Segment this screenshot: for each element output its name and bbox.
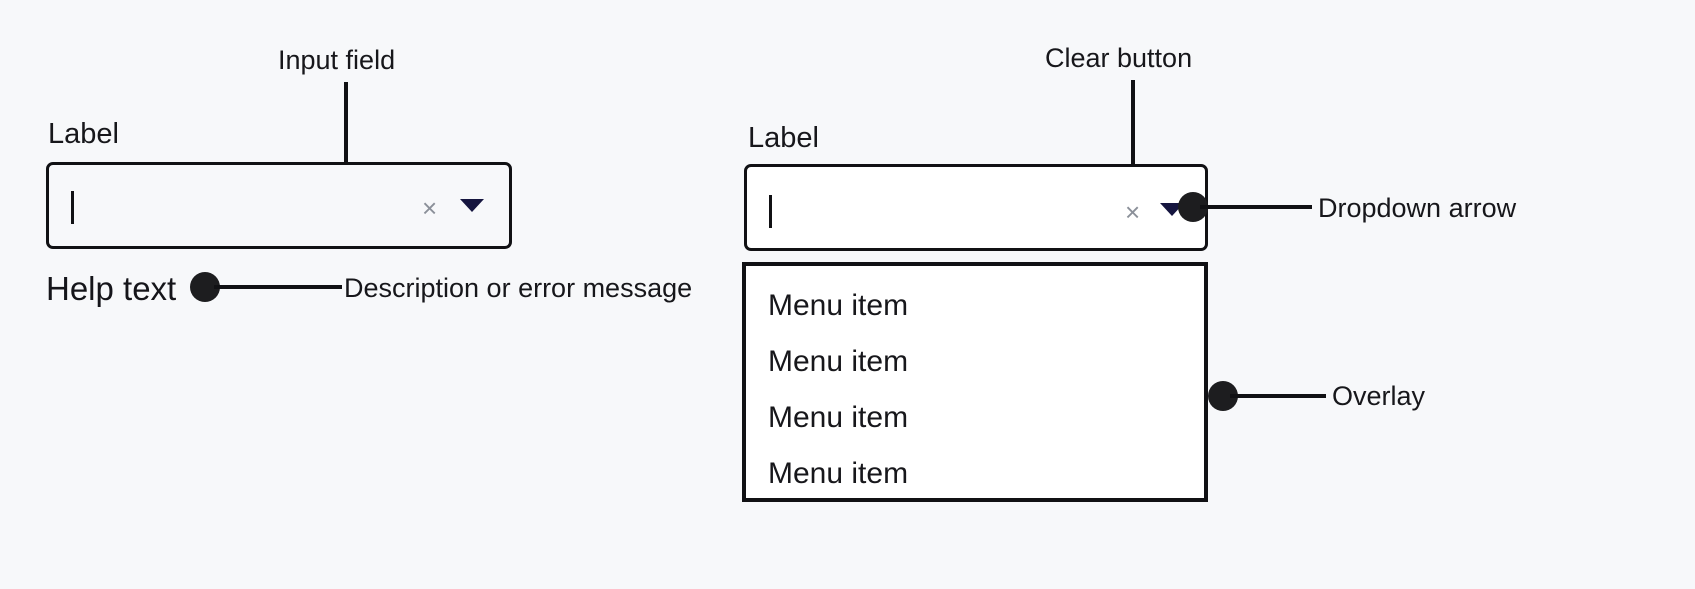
left-input-caret <box>71 191 74 224</box>
callout-dropdown-arrow-leader-line <box>1200 205 1312 209</box>
left-help-text: Help text <box>46 270 177 307</box>
left-field-label: Label <box>48 118 119 150</box>
callout-help-text-leader-line <box>214 285 342 289</box>
right-field-label: Label <box>748 122 819 154</box>
callout-input-field-leader-line <box>344 82 348 186</box>
callout-help-text-label: Description or error message <box>344 273 693 303</box>
list-item[interactable]: Menu item <box>768 457 909 490</box>
callout-clear-button-leader-line <box>1131 80 1135 188</box>
callout-overlay-label: Overlay <box>1332 381 1426 411</box>
list-item[interactable]: Menu item <box>768 401 909 434</box>
list-item[interactable]: Menu item <box>768 345 909 378</box>
right-input-field[interactable]: × <box>744 164 1208 251</box>
callout-overlay-leader-line <box>1230 394 1326 398</box>
callout-input-field-label: Input field <box>278 45 396 75</box>
left-input-field[interactable]: × <box>46 162 512 249</box>
clear-icon[interactable]: × <box>1125 197 1141 227</box>
callout-clear-button-label: Clear button <box>1045 43 1193 73</box>
clear-icon[interactable]: × <box>422 193 438 223</box>
callout-dropdown-arrow-label: Dropdown arrow <box>1318 193 1517 223</box>
right-input-caret <box>769 195 772 228</box>
list-item[interactable]: Menu item <box>768 289 909 322</box>
dropdown-overlay-menu[interactable]: Menu item Menu item Menu item Menu item <box>742 262 1208 502</box>
chevron-down-icon[interactable] <box>460 199 484 212</box>
